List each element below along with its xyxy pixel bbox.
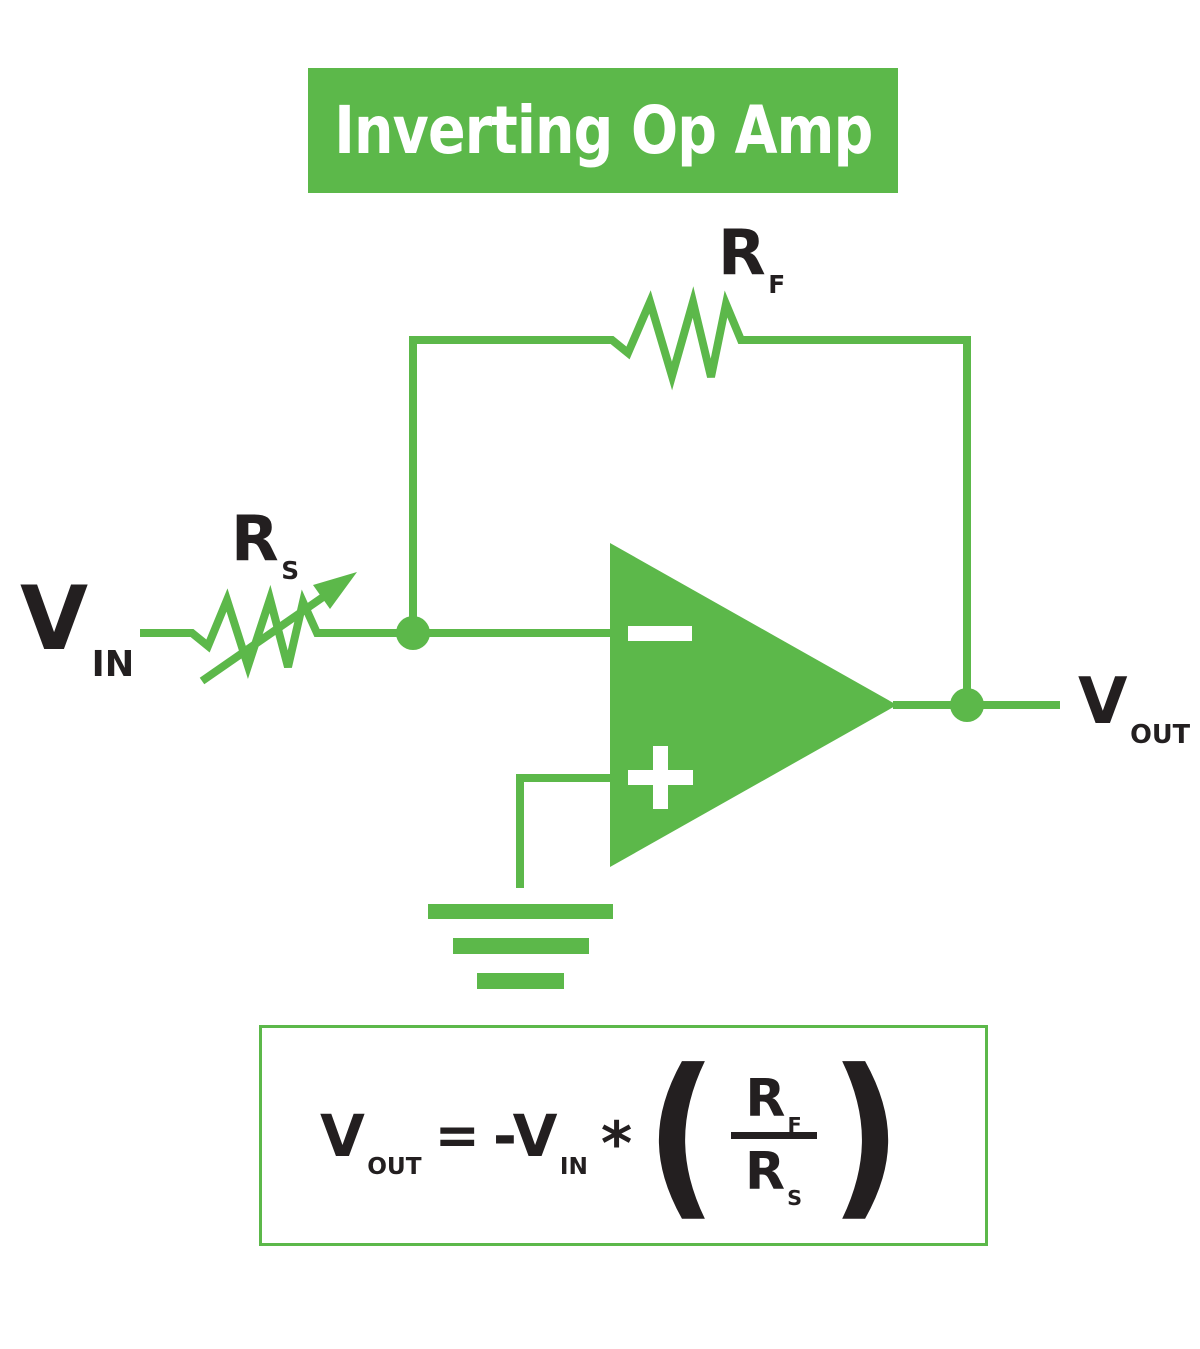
formula-open-paren: (	[645, 1032, 718, 1239]
source-resistor-label: RS	[231, 508, 299, 584]
wiper-arrow-shaft	[199, 591, 329, 685]
formula-denominator-sub: S	[787, 1186, 803, 1211]
wiper-arrowhead-icon	[313, 572, 357, 609]
formula-close-paren: )	[829, 1032, 902, 1239]
page-title: Inverting Op Amp	[333, 92, 873, 169]
formula-box: VOUT = -VIN * ( RF RS )	[259, 1025, 988, 1246]
formula-equals: =	[434, 1103, 480, 1167]
feedback-resistor-sub: F	[768, 270, 786, 300]
plus-icon	[628, 746, 693, 809]
output-junction-dot	[950, 688, 984, 722]
feedback-resistor-label: RF	[718, 222, 785, 298]
feedback-resistor-base: R	[718, 216, 766, 289]
formula-lhs-base: V	[320, 1101, 365, 1170]
source-resistor-sub: S	[281, 556, 300, 586]
input-voltage-label: VIN	[20, 575, 134, 683]
noninverting-ground-wire	[516, 774, 612, 888]
formula-rhs-sub: IN	[559, 1152, 588, 1180]
formula-fraction: RF RS	[730, 1073, 817, 1209]
formula-numerator-base: R	[745, 1069, 786, 1129]
output-voltage-label: VOUT	[1078, 670, 1190, 748]
formula-rhs-base: -V	[492, 1101, 558, 1170]
fraction-bar	[730, 1132, 817, 1139]
formula-denominator-base: R	[744, 1142, 786, 1202]
feedback-loop-wire-with-resistor	[409, 286, 971, 705]
formula-numerator: RF	[745, 1073, 801, 1136]
title-banner: Inverting Op Amp	[308, 68, 898, 193]
formula-lhs-sub: OUT	[367, 1152, 422, 1180]
minus-icon	[628, 626, 692, 641]
input-voltage-base: V	[20, 567, 89, 670]
source-resistor-base: R	[231, 502, 279, 575]
formula-numerator-sub: F	[787, 1113, 802, 1138]
output-voltage-sub: OUT	[1130, 719, 1191, 750]
formula-multiply: *	[600, 1108, 633, 1179]
input-junction-dot	[396, 616, 430, 650]
output-voltage-base: V	[1078, 665, 1128, 739]
formula-rhs: -VIN	[493, 1107, 588, 1178]
opamp-triangle	[610, 543, 897, 867]
ground-icon	[428, 904, 613, 989]
formula-lhs: VOUT	[320, 1107, 422, 1178]
input-voltage-sub: IN	[91, 644, 135, 686]
source-resistor-wire	[140, 584, 610, 680]
formula-denominator: RS	[745, 1146, 802, 1209]
